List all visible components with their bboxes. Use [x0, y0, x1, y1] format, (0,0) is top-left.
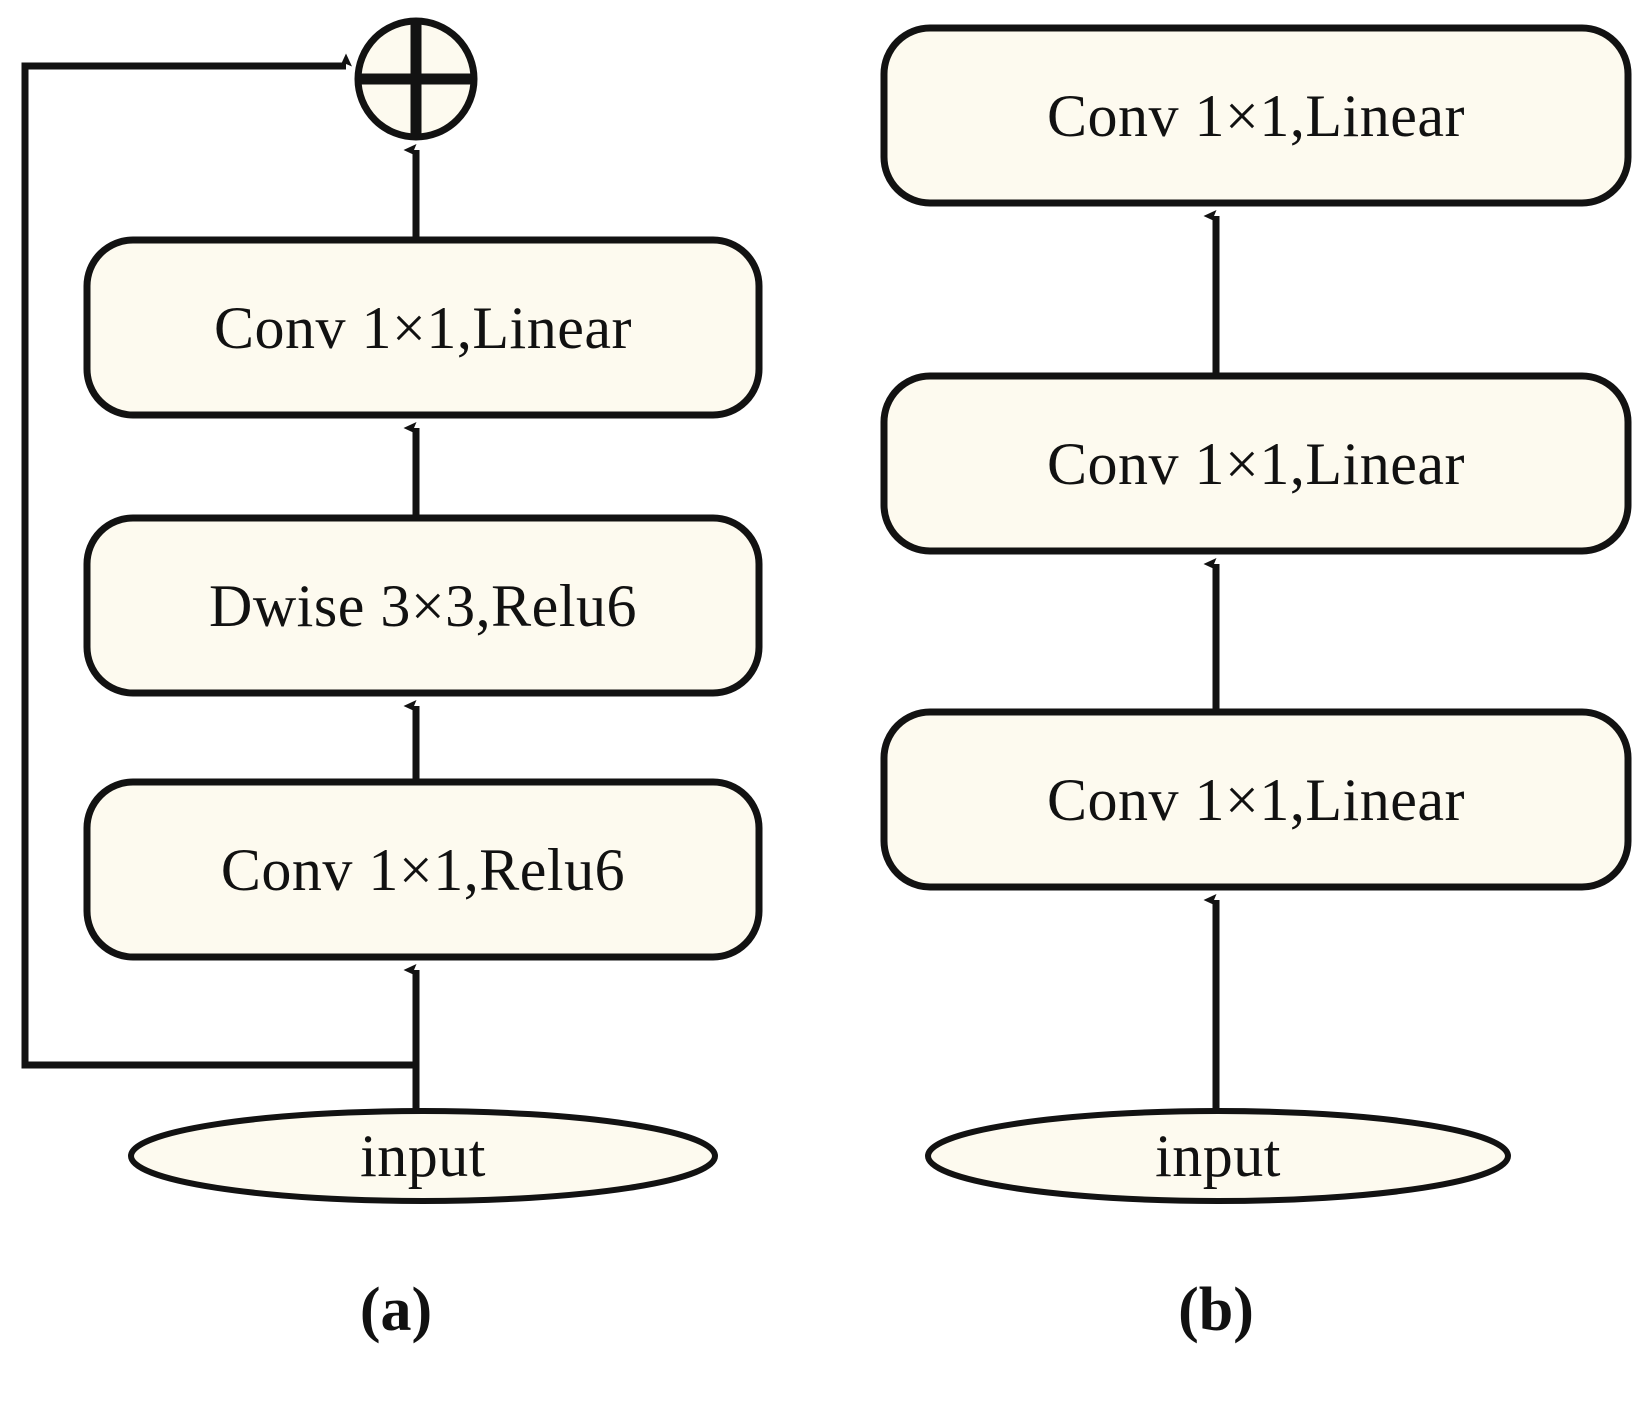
- panel-a-conv-linear-box-shape[interactable]: [83, 236, 763, 419]
- panel-b-input-ellipse-shape[interactable]: [925, 1108, 1511, 1204]
- panel-b-conv-linear-box-top-shape[interactable]: [880, 24, 1632, 207]
- panel-a-input-ellipse-shape[interactable]: [128, 1108, 718, 1204]
- panel-a-dwise-relu-box-shape[interactable]: [83, 514, 763, 697]
- panel-b-caption: (b): [1178, 1276, 1254, 1344]
- edge-skip-connection: [21, 53, 416, 1069]
- panel-a-conv-relu-box-shape[interactable]: [83, 778, 763, 961]
- panel-b-conv-linear-box-middle-shape[interactable]: [880, 372, 1632, 555]
- panel-a-caption: (a): [359, 1276, 433, 1344]
- panel-b-conv-linear-box-bottom-shape[interactable]: [880, 708, 1632, 891]
